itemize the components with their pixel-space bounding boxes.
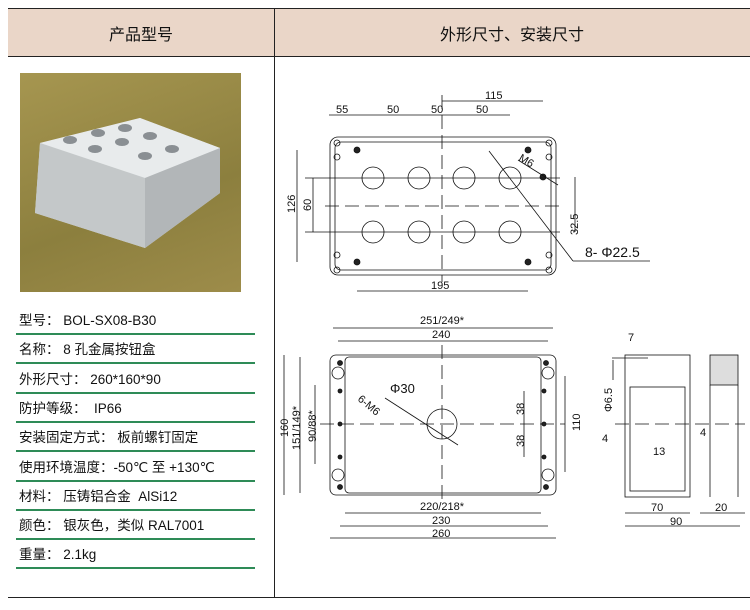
- dim-251-249: 251/249*: [420, 315, 465, 327]
- dim-151-149: 151/149*: [291, 405, 303, 450]
- dim-38: 38: [515, 403, 527, 415]
- column-divider: [274, 9, 275, 597]
- side-view-drawing: [612, 354, 745, 527]
- spec-label: 安装固定方式：: [19, 430, 114, 446]
- dim-240: 240: [432, 329, 450, 341]
- spec-row: 防护等级： IP66: [16, 394, 255, 423]
- spec-row: 型号： BOL-SX08-B30: [16, 306, 255, 335]
- spec-label: 外形尺寸：: [19, 371, 87, 387]
- dim-holes-diameter: 8- Φ22.5: [585, 244, 640, 260]
- dim-6-m6: 6-M6: [355, 393, 382, 418]
- spec-row: 颜色： 银灰色，类似 RAL7001: [16, 511, 255, 541]
- spec-label: 颜色：: [19, 518, 60, 534]
- spec-row: 材料： 压铸铝合金 AlSi12: [16, 482, 255, 511]
- spec-label: 防护等级：: [19, 400, 87, 416]
- dim-115: 115: [485, 90, 503, 102]
- spec-value: 8 孔金属按钮盒: [59, 342, 156, 358]
- header-product-model: 产品型号: [8, 9, 274, 57]
- dim-50: 50: [387, 104, 399, 116]
- spec-value: -50℃ 至 +130℃: [113, 459, 215, 475]
- dim-4: 4: [602, 433, 608, 445]
- dim-110: 110: [571, 413, 583, 431]
- dim-7: 7: [628, 332, 634, 344]
- spec-value: 压铸铝合金 AlSi12: [59, 488, 178, 504]
- dim-phi6-5: Φ6.5: [603, 388, 615, 412]
- dim-60: 60: [302, 199, 314, 211]
- spec-value: 板前螺钉固定: [113, 430, 199, 446]
- spec-value: 260*160*90: [86, 371, 161, 387]
- spec-table: 产品型号 外形尺寸、安装尺寸: [8, 8, 750, 598]
- dim-38: 38: [515, 435, 527, 447]
- dim-50: 50: [476, 104, 488, 116]
- dim-126: 126: [286, 195, 298, 213]
- spec-value: 2.1kg: [59, 547, 97, 563]
- dim-13: 13: [653, 446, 665, 458]
- dim-32-5: 32.5: [569, 214, 581, 235]
- spec-row: 使用环境温度：-50℃ 至 +130℃: [16, 453, 255, 482]
- spec-value: 银灰色，类似 RAL7001: [59, 518, 205, 534]
- dim-195: 195: [431, 280, 449, 292]
- spec-label: 型号：: [19, 313, 60, 328]
- dim-90: 90: [670, 516, 682, 528]
- spec-label: 材料：: [19, 488, 60, 504]
- dim-260: 260: [432, 528, 450, 540]
- spec-value: IP66: [86, 400, 122, 416]
- product-photo: [20, 73, 241, 292]
- header-dimensions: 外形尺寸、安装尺寸: [274, 9, 750, 57]
- dim-55: 55: [336, 104, 348, 116]
- dim-phi30: Φ30: [390, 381, 415, 396]
- spec-row: 安装固定方式： 板前螺钉固定: [16, 423, 255, 453]
- dim-220-218: 220/218*: [420, 501, 465, 513]
- dim-m6: M6: [517, 152, 536, 170]
- spec-row: 重量： 2.1kg: [16, 540, 255, 570]
- dim-160: 160: [279, 419, 291, 437]
- spec-row: 外形尺寸： 260*160*90: [16, 365, 255, 394]
- spec-value: BOL-SX08-B30: [59, 313, 157, 328]
- dim-90-88: 90/88*: [307, 409, 319, 442]
- dim-70: 70: [651, 502, 663, 514]
- enclosure-image: [35, 118, 220, 248]
- dim-4: 4: [700, 427, 706, 439]
- spec-label: 重量：: [19, 547, 60, 563]
- front-view-drawing: [283, 327, 566, 539]
- spec-label: 使用环境温度：: [19, 459, 114, 475]
- spec-label: 名称：: [19, 342, 60, 358]
- spec-row: 名称： 8 孔金属按钮盒: [16, 335, 255, 365]
- dim-20: 20: [715, 502, 727, 514]
- top-view-drawing: [296, 95, 650, 292]
- dim-50: 50: [431, 104, 443, 116]
- dim-230: 230: [432, 515, 450, 527]
